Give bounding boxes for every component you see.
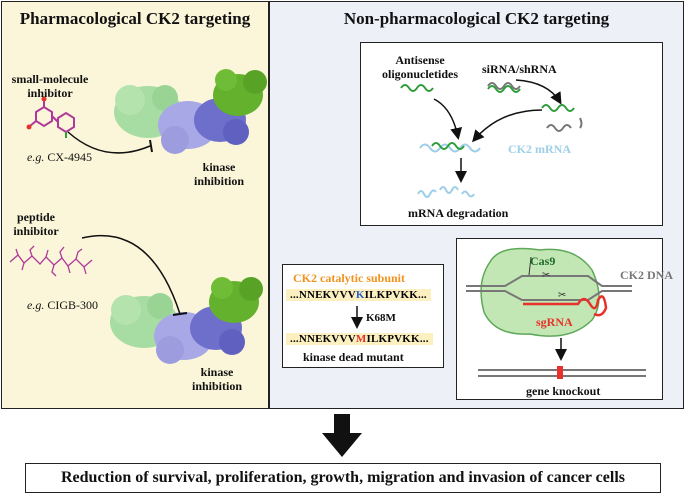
antisense-wave xyxy=(400,84,434,92)
cas9-blob xyxy=(480,247,600,337)
ck2-dna xyxy=(466,275,632,301)
kinase-inhibition-label-top: kinase inhibition xyxy=(193,160,245,188)
gene-knockout-label: gene knockout xyxy=(526,384,601,398)
outcome-box: Reduction of survival, proliferation, gr… xyxy=(25,463,661,493)
degraded-mrna xyxy=(417,186,475,198)
sirna-label: siRNA/shRNA xyxy=(482,62,557,76)
mrna-target xyxy=(419,142,481,153)
cas9-label: Cas9 xyxy=(530,254,556,268)
sgrna-label: sgRNA xyxy=(536,315,573,329)
kinase-inhibition-label-bottom: kinase inhibition xyxy=(191,365,243,393)
small-molecule-label: small-molecule inhibitor xyxy=(11,72,89,100)
kinase-dead-label: kinase dead mutant xyxy=(303,350,404,364)
small-molecule-example: e.g. CX-4945 xyxy=(27,150,92,164)
small-molecule-structure xyxy=(26,96,75,138)
ck2-dna-label: CK2 DNA xyxy=(620,268,673,282)
mutation-label: K68M xyxy=(366,312,396,324)
peptide-inhibitor-label: peptide inhibitor xyxy=(13,210,59,238)
catalytic-subunit-label: CK2 catalytic subunit xyxy=(293,271,406,285)
down-arrow-icon xyxy=(322,414,362,457)
pharmacological-title: Pharmacological CK2 targeting xyxy=(19,9,251,28)
mrna-degradation-label: mRNA degradation xyxy=(408,206,509,220)
wildtype-sequence: ...NNEKVVVKILKPVKK... xyxy=(286,289,431,301)
antisense-label: Antisense oligonucletides xyxy=(381,53,458,81)
sirna-waves xyxy=(487,82,521,93)
cleaved-strands xyxy=(541,104,583,132)
sgrna-strand xyxy=(523,295,608,317)
scissors-icon: ✂ xyxy=(558,290,566,301)
peptide-example: e.g. CIGB-300 xyxy=(27,298,98,312)
scissors-icon: ✂ xyxy=(542,270,550,281)
ck2-mrna-label: CK2 mRNA xyxy=(508,142,571,156)
kinase-dead-box xyxy=(282,264,444,368)
knockout-dna xyxy=(478,366,646,379)
mrna-targeting-box xyxy=(360,42,663,226)
peptide-structure xyxy=(9,245,93,277)
ck2-protein-structure-bottom xyxy=(110,277,263,364)
non-pharmacological-title: Non-pharmacological CK2 targeting xyxy=(343,9,610,28)
mutant-sequence: ...NNEKVVVMILKPVKK... xyxy=(286,333,433,345)
ck2-protein-structure-top xyxy=(114,69,267,154)
